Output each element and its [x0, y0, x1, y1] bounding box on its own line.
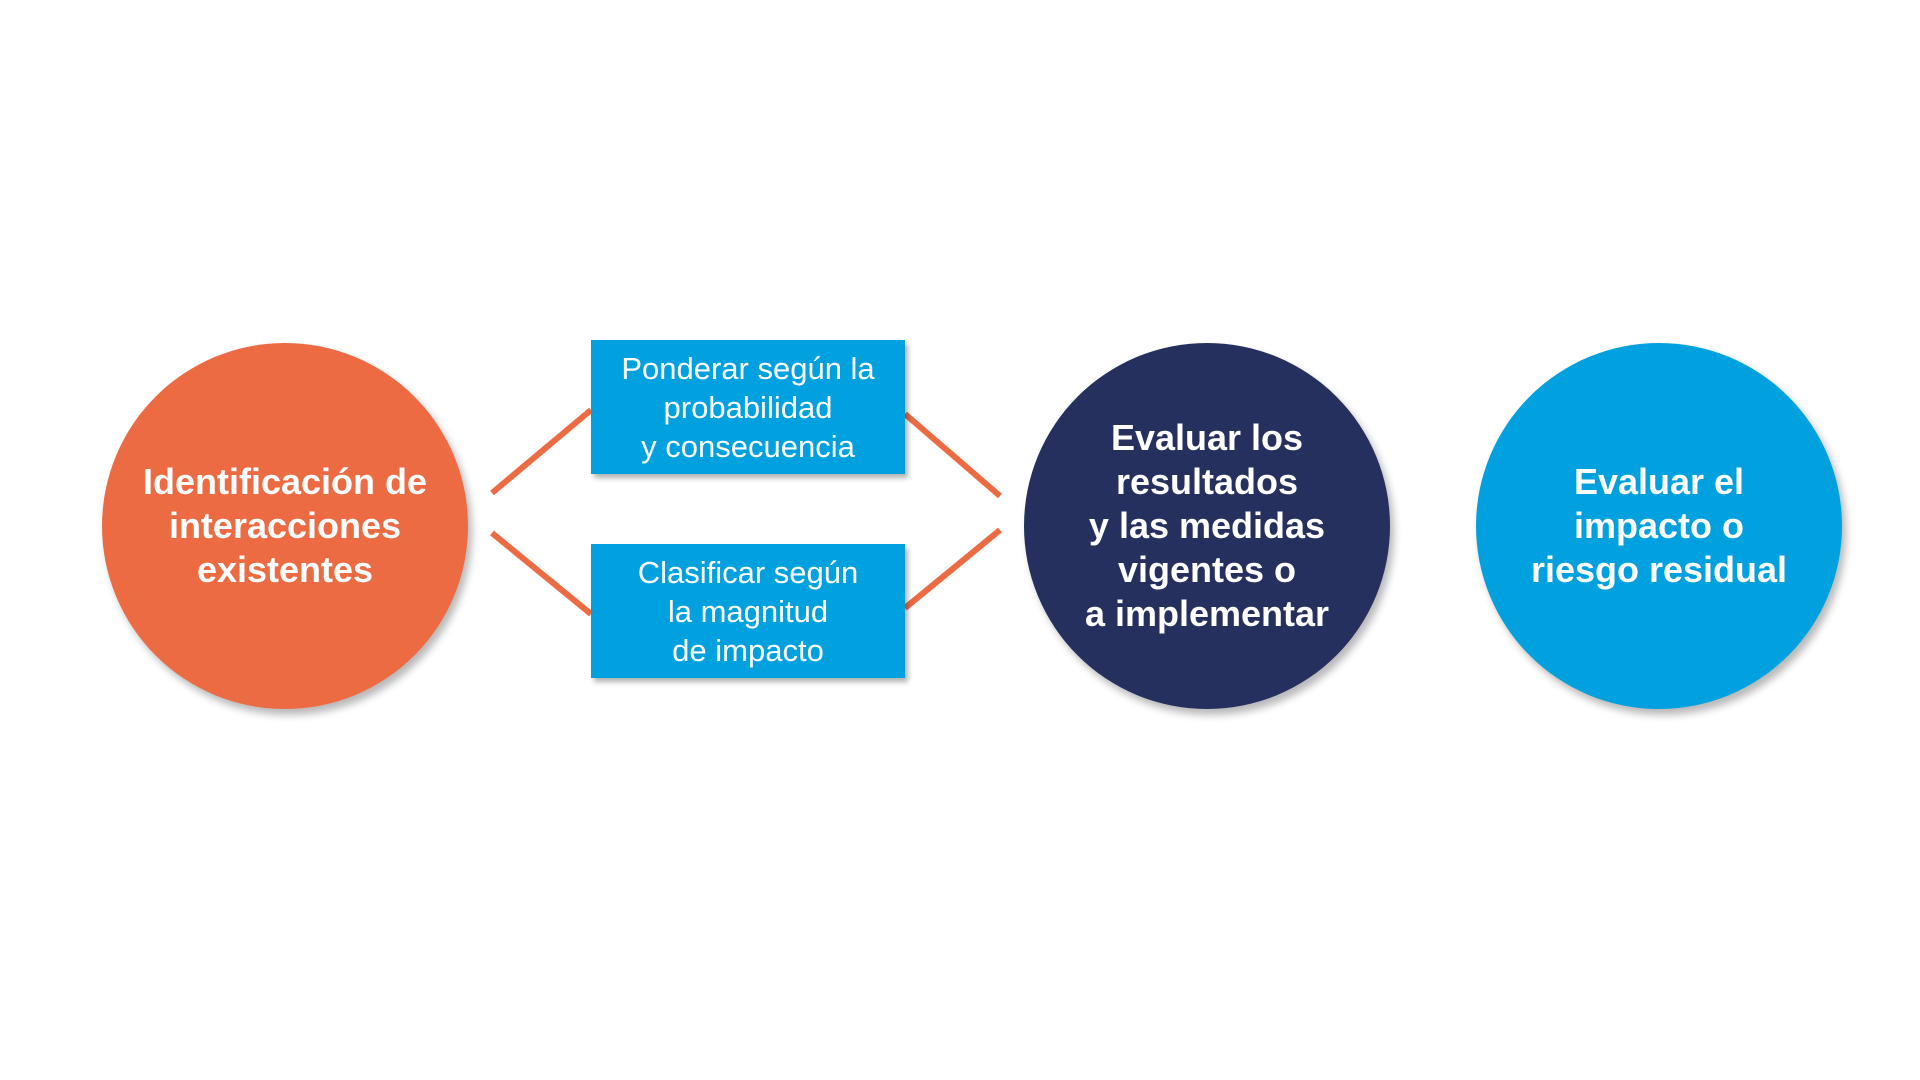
weigh-probability-node: Ponderar según la probabilidad y consecu… [591, 340, 905, 474]
identify-interactions-node: Identificación de interacciones existent… [102, 343, 468, 709]
weigh-probability-label: Ponderar según la probabilidad y consecu… [621, 350, 875, 464]
evaluate-results-node: Evaluar los resultados y las medidas vig… [1024, 343, 1390, 709]
connector-classify-to-evaluate [903, 527, 1002, 611]
evaluate-residual-risk-label: Evaluar el impacto o riesgo residual [1530, 461, 1788, 590]
classify-impact-node: Clasificar según la magnitud de impacto [591, 544, 905, 678]
evaluate-results-label: Evaluar los resultados y las medidas vig… [1084, 417, 1330, 634]
connector-identify-to-weigh [490, 407, 593, 496]
classify-impact-label: Clasificar según la magnitud de impacto [637, 554, 859, 668]
connector-weigh-to-evaluate [903, 411, 1002, 499]
identify-interactions-label: Identificación de interacciones existent… [142, 461, 428, 590]
evaluate-residual-risk-node: Evaluar el impacto o riesgo residual [1476, 343, 1842, 709]
connector-identify-to-classify [490, 530, 593, 617]
